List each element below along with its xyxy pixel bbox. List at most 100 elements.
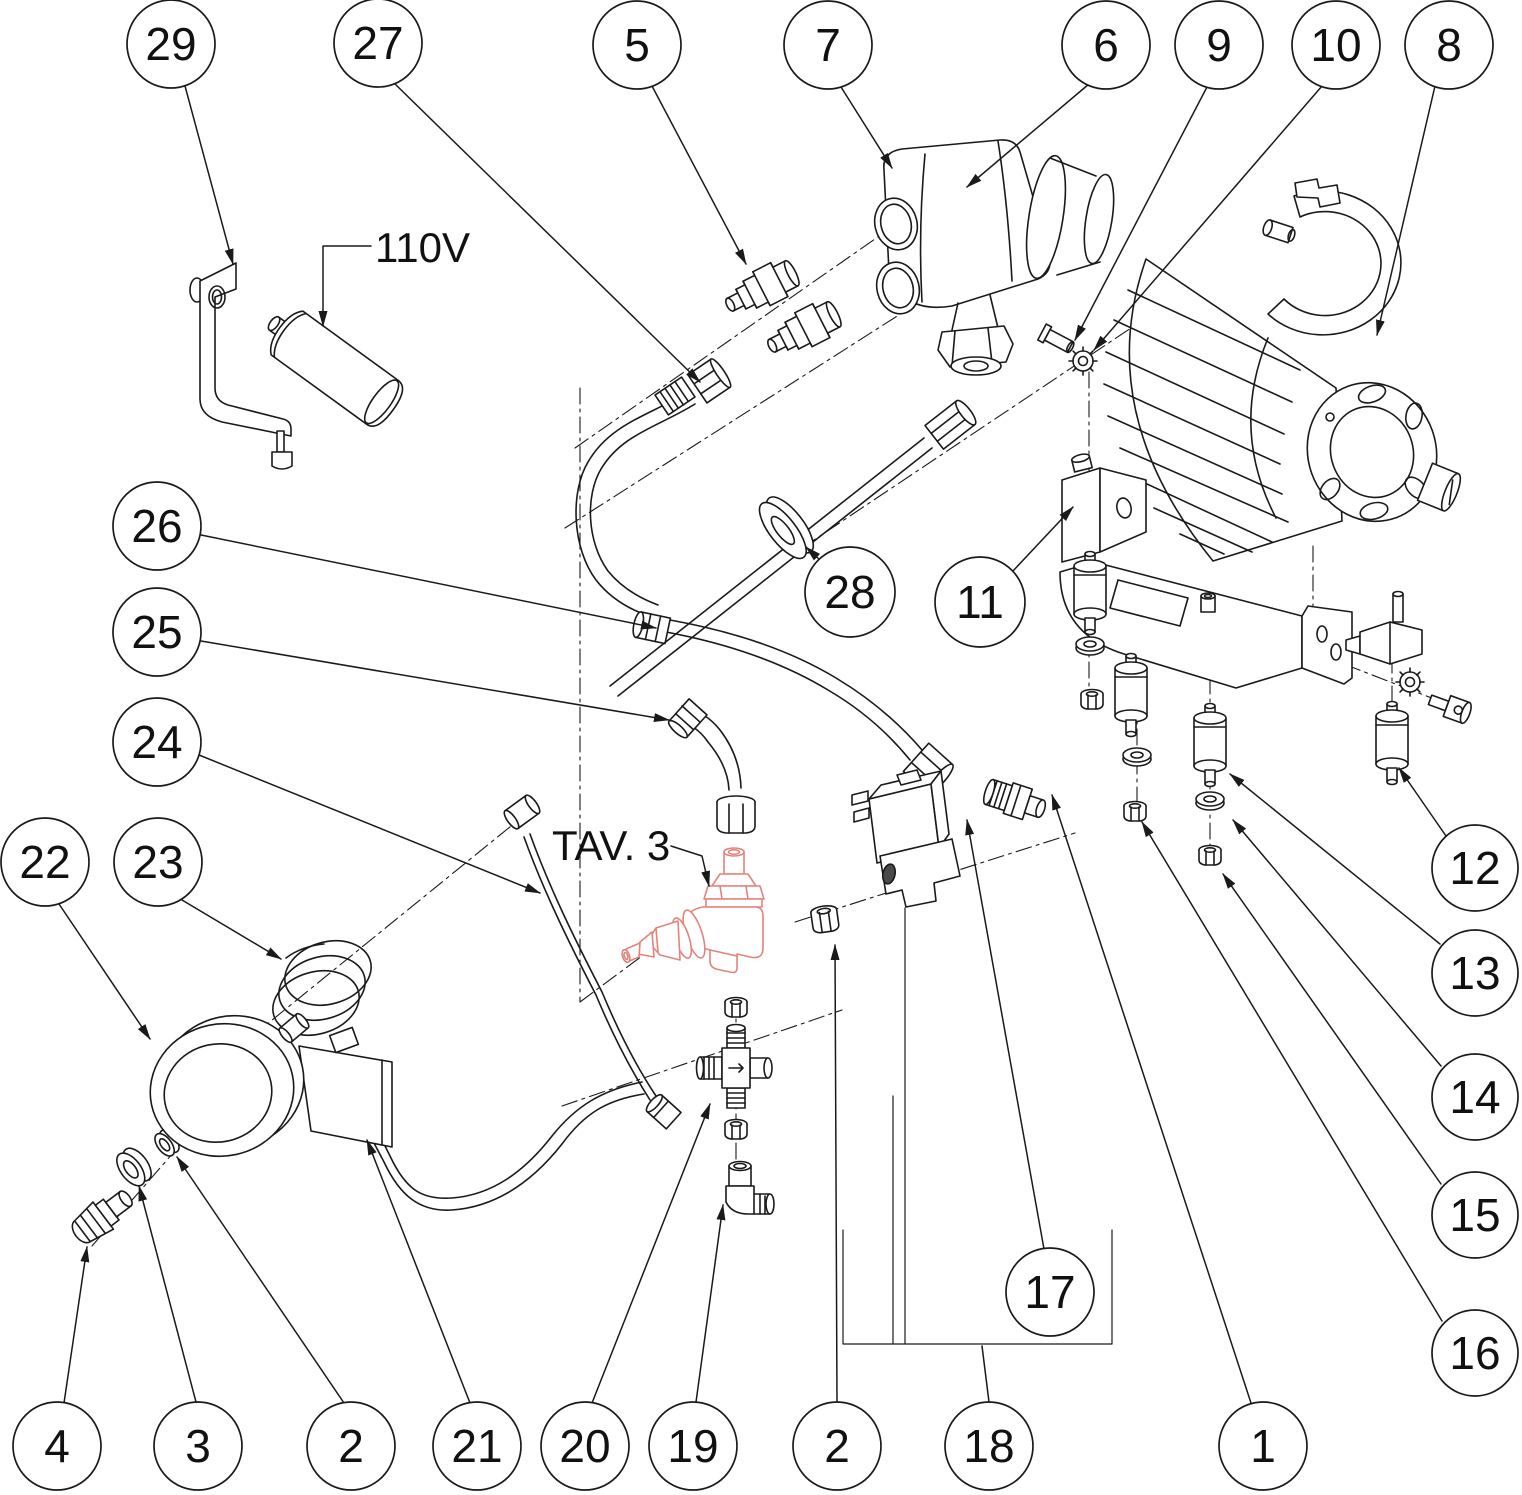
callout-11: 11 xyxy=(934,506,1074,648)
leader-line-25 xyxy=(200,640,670,722)
leader-line-14 xyxy=(1232,819,1442,1067)
callout-1: 1 xyxy=(1051,794,1308,1491)
pump-head-7 xyxy=(873,139,1115,376)
callout-number: 28 xyxy=(824,566,875,618)
screw-9 xyxy=(1036,323,1075,354)
callout-balloon-15 xyxy=(1431,1171,1519,1259)
rubber-mount-13b xyxy=(1193,702,1227,788)
callout-number: 12 xyxy=(1449,842,1500,894)
capillary-spring-23 xyxy=(272,940,372,1044)
tav3-label-text: TAV. 3 xyxy=(552,822,670,869)
pump-clamp-6 xyxy=(1262,178,1402,336)
callout-balloon-24 xyxy=(112,697,202,787)
callout-19: 19 xyxy=(648,1204,738,1491)
leader-line-29 xyxy=(184,85,234,265)
callout-25: 25 xyxy=(112,587,670,722)
callout-balloon-7 xyxy=(783,0,873,90)
leader-line-2 xyxy=(176,1156,345,1404)
callout-22: 22 xyxy=(0,817,151,1040)
star-washer-10 xyxy=(1068,346,1098,376)
callout-number: 20 xyxy=(559,1420,610,1472)
callout-number: 10 xyxy=(1310,19,1361,71)
elbow-4 xyxy=(71,1190,133,1244)
leader-line-7 xyxy=(840,86,893,169)
callout-balloon-5 xyxy=(592,0,682,90)
callout-number: 25 xyxy=(131,606,182,658)
callout-2: 2 xyxy=(792,944,882,1491)
callout-balloon-29 xyxy=(126,0,216,89)
callout-7: 7 xyxy=(783,0,893,169)
callout-balloon-1 xyxy=(1218,1401,1308,1491)
callout-balloon-2 xyxy=(306,1401,396,1491)
callout-4: 4 xyxy=(12,1246,102,1491)
rubber-mount-13 xyxy=(1114,652,1148,738)
callout-21: 21 xyxy=(366,1139,522,1491)
callout-8: 8 xyxy=(1376,0,1494,336)
leader-line-2 xyxy=(830,944,840,1403)
callout-balloon-9 xyxy=(1174,0,1264,90)
callout-number: 3 xyxy=(185,1420,211,1472)
leader-line-3 xyxy=(138,1185,197,1403)
cross-fitting-20 xyxy=(695,1023,773,1109)
rubber-mount-12 xyxy=(1375,700,1409,786)
callout-balloon-17 xyxy=(1005,1247,1095,1337)
gauge-22 xyxy=(149,1014,393,1158)
callout-2: 2 xyxy=(176,1156,396,1491)
motor-8 xyxy=(1103,258,1462,562)
voltage-label-text: 110V xyxy=(375,224,470,271)
callout-balloon-27 xyxy=(333,0,423,88)
mounting-plate-assembly xyxy=(1059,453,1472,866)
callout-number: 22 xyxy=(19,836,70,888)
callout-number: 26 xyxy=(131,500,182,552)
callout-15: 15 xyxy=(1222,873,1519,1259)
bracket-right xyxy=(1345,590,1423,665)
leader-line-13 xyxy=(1229,773,1441,945)
leader-line-18 xyxy=(981,1345,990,1403)
callout-balloon-2 xyxy=(792,1401,882,1491)
callout-20: 20 xyxy=(540,1103,711,1491)
nut-15 xyxy=(1198,844,1222,866)
nut-15a xyxy=(1080,688,1104,710)
callout-number: 11 xyxy=(956,576,1004,628)
callout-number: 19 xyxy=(667,1420,718,1472)
pipe-24 xyxy=(503,794,682,1130)
callout-number: 2 xyxy=(338,1420,364,1472)
star-washer-right xyxy=(1395,667,1425,697)
leader-line-17 xyxy=(965,819,1045,1250)
callout-number: 17 xyxy=(1024,1266,1075,1318)
callout-balloon-14 xyxy=(1431,1053,1519,1141)
leader-line-8 xyxy=(1376,85,1436,336)
hex-nut-2 xyxy=(810,905,840,934)
callout-number: 18 xyxy=(963,1420,1014,1472)
callout-balloon-23 xyxy=(113,817,203,907)
callout-balloon-6 xyxy=(1061,0,1151,90)
washer-14b xyxy=(1122,747,1152,767)
callout-balloon-13 xyxy=(1431,929,1519,1017)
callout-balloon-4 xyxy=(12,1401,102,1491)
callout-12: 12 xyxy=(1398,767,1519,912)
callout-balloon-21 xyxy=(432,1401,522,1491)
leader-line-6 xyxy=(966,83,1090,188)
callout-balloon-20 xyxy=(540,1401,630,1491)
callout-number: 21 xyxy=(451,1420,502,1472)
leader-line-4 xyxy=(63,1246,90,1404)
callout-number: 2 xyxy=(824,1420,850,1472)
callout-number: 1 xyxy=(1250,1420,1276,1472)
callout-number: 5 xyxy=(624,19,650,71)
mounting-bracket-29 xyxy=(189,262,293,470)
leader-line-24 xyxy=(198,754,541,894)
leader-line-12 xyxy=(1398,767,1447,837)
leader-line-21 xyxy=(366,1139,471,1404)
leader-line-27 xyxy=(393,82,701,383)
fitting-5 xyxy=(717,253,805,324)
leader-line-22 xyxy=(58,903,151,1040)
leader-line-26 xyxy=(200,534,657,630)
callout-number: 14 xyxy=(1449,1071,1500,1123)
callout-balloon-18 xyxy=(944,1401,1034,1491)
bracket-11 xyxy=(1061,453,1147,563)
nut-16 xyxy=(1123,800,1147,822)
callout-17: 17 xyxy=(965,819,1095,1337)
leader-line-11 xyxy=(1011,506,1074,573)
callout-balloon-11 xyxy=(934,556,1026,648)
